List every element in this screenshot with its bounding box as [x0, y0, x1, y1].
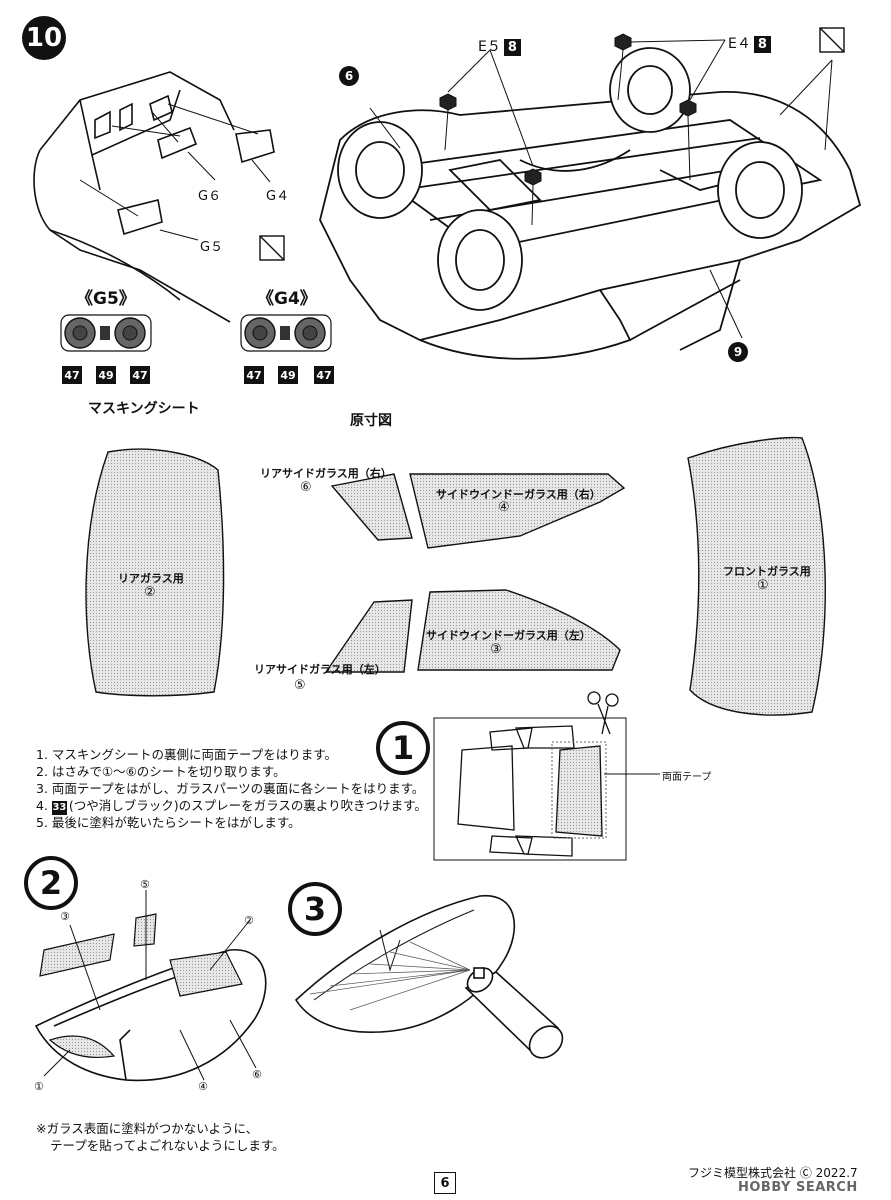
- sub-step-2-label-6: ⑥: [252, 1068, 262, 1081]
- rear-lights-diagram: [33, 71, 275, 323]
- g4-color-left: 47: [244, 366, 264, 384]
- sub-step-2-digit: 2: [24, 856, 78, 910]
- g4-color-center: 49: [278, 366, 298, 384]
- callout-6: 6: [339, 66, 359, 86]
- g4-title: 《G4》: [257, 289, 317, 309]
- side-window-left-number: ③: [490, 642, 502, 657]
- company-name: フジミ模型株式会社 Ⓒ 2022.7: [688, 1164, 858, 1181]
- paint-33-chip: 33: [51, 800, 67, 815]
- part-g5-label: G５: [200, 240, 224, 255]
- rear-side-left-label: リアサイドガラス用（左）: [254, 663, 386, 676]
- g5-color-center: 49: [96, 366, 116, 384]
- g5-light-diagram: [60, 314, 152, 352]
- front-glass-number: ①: [757, 578, 769, 593]
- footer-note-1: ※ガラス表面に塗料がつかないように、: [36, 1121, 259, 1136]
- instruction-1: 1. マスキングシートの裏側に両面テープをはります。: [36, 747, 338, 762]
- step-number-badge: 10: [22, 16, 66, 60]
- sub-step-2-diagram: [34, 890, 267, 1082]
- g4-light-diagram: [240, 314, 332, 352]
- footer-note-2: テープを貼ってよごれないようにします。: [50, 1138, 285, 1153]
- sub-step-1-digit: 1: [376, 721, 430, 775]
- instruction-2: 2. はさみで①～⑥のシートを切り取ります。: [36, 764, 286, 779]
- g4-color-right: 47: [314, 366, 334, 384]
- actual-size-title: 原寸図: [350, 413, 392, 429]
- part-g4-label: G４: [266, 189, 290, 204]
- side-window-left-sheet: [417, 589, 621, 671]
- watermark: HOBBY SEARCH: [738, 1180, 858, 1195]
- sub-step-3-diagram: [294, 895, 564, 1059]
- g5-color-left: 47: [62, 366, 82, 384]
- g5-color-right: 47: [130, 366, 150, 384]
- sub-step-3-digit: 3: [288, 882, 342, 936]
- sub-step-1-number: 1: [376, 716, 430, 775]
- rear-side-left-number: ⑤: [294, 678, 306, 693]
- rear-glass-label: リアガラス用: [118, 572, 184, 585]
- rear-side-right-label: リアサイドガラス用（右）: [260, 467, 392, 480]
- side-window-left-label: サイドウインドーガラス用（左）: [426, 629, 591, 642]
- rear-side-right-number: ⑥: [300, 480, 312, 495]
- sub-step-2-label-3: ③: [60, 910, 70, 923]
- callout-9: 9: [728, 342, 748, 362]
- page-number: 6: [434, 1172, 456, 1194]
- front-glass-sheet: [687, 436, 826, 716]
- sub-step-2-label-1: ①: [34, 1080, 44, 1093]
- part-e5-runner: 8: [503, 39, 521, 56]
- rear-glass-number: ②: [144, 585, 156, 600]
- company-name-text: フジミ模型株式会社: [688, 1166, 797, 1180]
- rear-glass-sheet: [85, 448, 225, 697]
- side-window-right-sheet: [409, 473, 626, 549]
- rear-side-right-sheet: [330, 473, 413, 541]
- part-g6-label: G６: [198, 189, 222, 204]
- instruction-3: 3. 両面テープをはがし、ガラスパーツの裏面に各シートをはります。: [36, 781, 425, 796]
- car-underside-diagram: [259, 27, 862, 360]
- sub-step-1-diagram: [433, 691, 660, 861]
- sub-step-2-label-2: ②: [244, 914, 254, 927]
- side-window-right-label: サイドウインドーガラス用（右）: [436, 488, 601, 501]
- sub-step-3-number: 3: [288, 882, 342, 936]
- part-e5-code: E５: [478, 39, 501, 55]
- sub-step-2-label-5: ⑤: [140, 878, 150, 891]
- sub-step-2-label-4: ④: [198, 1080, 208, 1093]
- part-e4-runner: 8: [753, 36, 771, 53]
- instruction-5: 5. 最後に塗料が乾いたらシートをはがします。: [36, 815, 301, 830]
- instruction-4-text: (つや消しブラック)のスプレーをガラスの裏より吹きつけます。: [68, 798, 427, 813]
- front-glass-label: フロントガラス用: [723, 565, 811, 578]
- g5-title: 《G5》: [76, 289, 136, 309]
- double-sided-tape-label: 両面テープ: [662, 772, 712, 783]
- part-e4-code: E４: [728, 36, 751, 52]
- masking-section-title: マスキングシート: [88, 401, 200, 417]
- sub-step-2-number: 2: [24, 856, 78, 910]
- copyright-text: Ⓒ 2022.7: [799, 1166, 858, 1180]
- masking-sheet-templates: [85, 436, 826, 716]
- instruction-4-prefix: 4.: [36, 798, 52, 813]
- rear-side-left-sheet: [324, 599, 413, 673]
- step-number: 10: [25, 23, 63, 53]
- instruction-4: 4. 33(つや消しブラック)のスプレーをガラスの裏より吹きつけます。: [36, 797, 427, 815]
- side-window-right-number: ④: [498, 500, 510, 515]
